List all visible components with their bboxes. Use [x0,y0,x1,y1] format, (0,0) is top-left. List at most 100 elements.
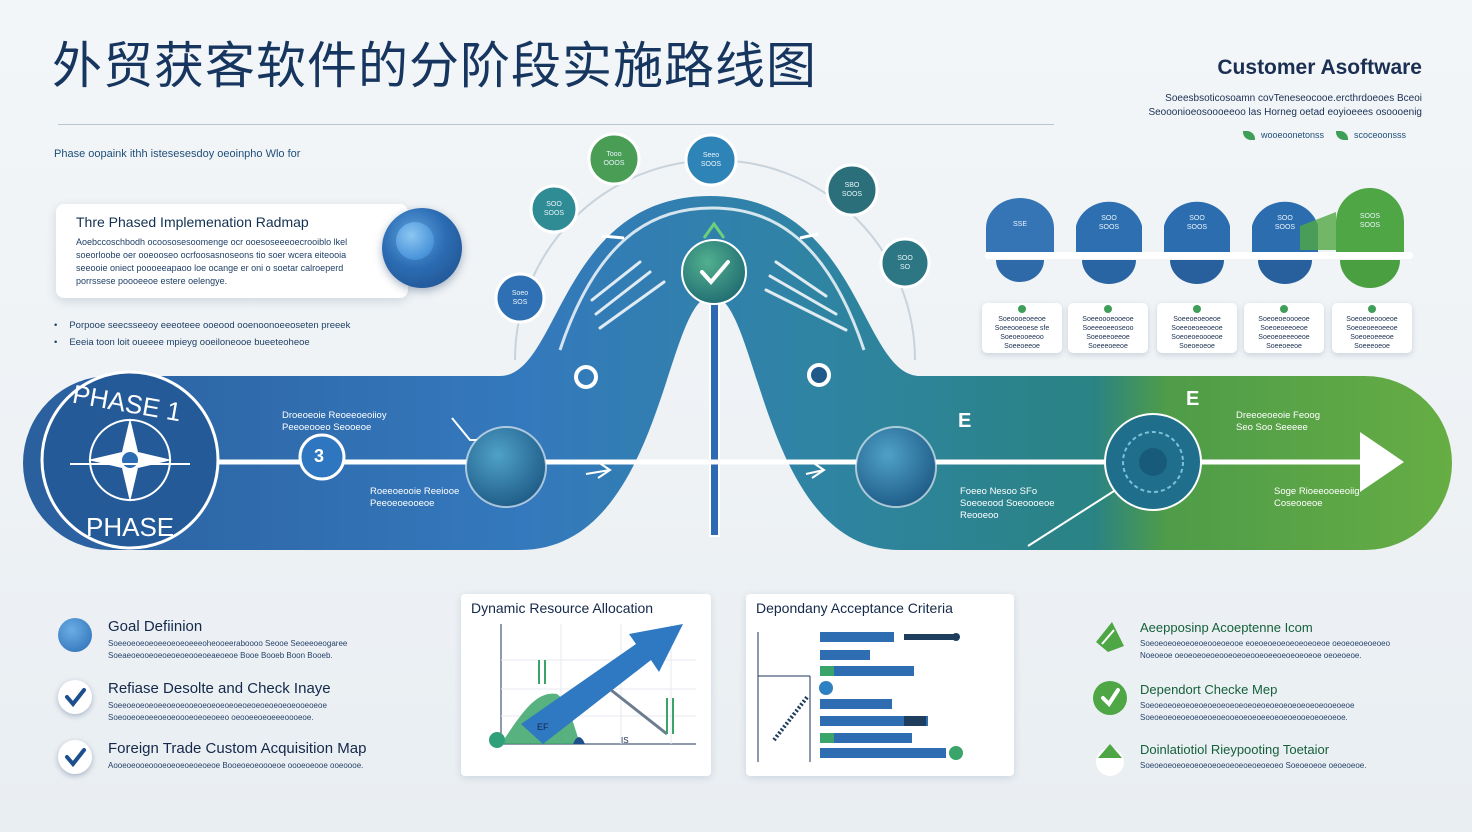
bubble-1 [529,184,579,234]
bubble-4 [825,163,879,217]
list-item-title: Doinlatiotiol Rieypooting Toetaior [1140,742,1330,757]
chart-label-a: EF [537,722,549,732]
list-item-reporting: Doinlatiotiol Rieypooting Toetaior Soeoe… [1092,740,1432,780]
intro-card-body: Aoebccoschbodh ocoososesoomenge ocr ooes… [76,237,348,286]
list-item-dependency: Dependort Checke Mep Soeoeoeoeoeoeoeoeoe… [1092,680,1432,728]
side-card-1: Soeoooeoeeoe Soeeooeoese sfe Soeoeooeeoo… [982,303,1062,353]
panel-title: Depondany Acceptance Criteria [756,600,953,616]
pill-4-label: SOO SOOS [1274,215,1296,231]
legend-chip-b: scoceoonsss [1336,130,1406,140]
bubble-4-label: SBO SOOS [841,182,863,198]
roadmap-diagram [23,132,1452,550]
bubble-3-label: Seeo SOOS [700,152,722,168]
bubble-1-label: SOO SOOS [543,201,565,217]
page-title: 外贸获客软件的分阶段实施路线图 [52,37,817,95]
phase-note: Phase oopaink ithh istesesesdoy oeoinpho… [54,148,301,160]
leaf-badge-icon [1096,622,1124,652]
pill-5-label: SOOS SOOS [1359,213,1381,229]
intro-card: Thre Phased Implemenation Radmap Aoebcco… [56,204,408,298]
check-icon [58,680,92,714]
step-node[interactable] [298,433,346,481]
resource-chart [489,624,696,748]
status-dot [1193,305,1201,313]
status-dot [1280,305,1288,313]
stage-3-bottom-text: Soge Rioeeooeeoiig Coseooeoe [1274,486,1360,509]
intro-bullet-2: Eeeia toon loit oueeee mpieyg ooeiloneoo… [54,337,309,348]
arrow-up-badge-icon [1096,744,1124,776]
legend-chip-b-label: scoceoonsss [1354,130,1407,140]
status-dot [1018,305,1026,313]
list-item-desc: Soeeoeoeoeoeeoeoeoeeeoheooeeraboooo Seoo… [108,639,348,660]
goal-icon [58,618,92,652]
list-item-title: Dependort Checke Mep [1140,682,1278,697]
bubble-5-label: Soeo SOS [511,290,529,306]
side-card-5-text: Soeoeoeoooeoe Soeoeoeeoeeoe Soeoeoeeeoe … [1346,316,1398,350]
brand-name: Customer Asoftware [1217,56,1422,79]
stage-3-top-text: Dreeoeoeoie Feoog Seo Soo Seeeee [1236,410,1320,433]
pill-5 [1336,188,1404,288]
side-card-2: Soeeoooeooeoe Soeeeoeeoseoo Soeoeeoeeoe … [1068,303,1148,353]
stage-1-top-text: Droeoeoie Reoeeoeoiioy Peeoeooeo Seooeoe [282,410,387,433]
pill-1-label: SSE [1012,221,1027,228]
pill-3 [1164,201,1230,284]
status-dot [1368,305,1376,313]
sprout-icon [702,221,726,239]
list-item-goal: Goal Defiinion Soeeoeoeoeoeeoeoeoeeeoheo… [58,618,438,666]
bubble-2 [587,132,641,186]
checkpoint-orb[interactable] [681,239,747,305]
end-arrow-icon [1360,432,1404,492]
leaf-icon [1243,130,1255,140]
criteria-bars [757,632,963,762]
check-icon [700,260,730,286]
side-card-3: Soeeoeoeoeoe Soeeoeoeeoeoe Soeoeoeoooeoe… [1157,303,1237,353]
leaf-icon [1336,130,1348,140]
list-item-refine: Refiase Desolte and Check Inaye Soeeoeoe… [58,680,438,728]
bubble-2-label: Tooo OOOS [603,151,625,167]
target-icon[interactable] [1104,413,1202,511]
panel-title: Dynamic Resource Allocation [471,600,654,616]
list-item-title: Goal Defiinion [108,618,203,635]
list-item-acceptance: Aeepposinp Acoeptenne Icom Soeoeoeoeoeoe… [1092,618,1432,666]
bubble-5 [494,272,546,324]
brand-subtitle: Soeesbsoticosoamn covTeneseocooe.ercthrd… [1148,93,1422,118]
center-pole [709,299,720,537]
list-item-map: Foreign Trade Custom Acquisition Map Aoo… [58,740,438,780]
side-card-4: Soeoeoeoooeoe Soeoeoeeoeoe Soeoeoeeeoeoe… [1244,303,1324,353]
intro-bullet-1: Porpooe seecsseeoy eeeoteee ooeood ooeno… [54,320,350,331]
list-item-title: Aeepposinp Acoeptenne Icom [1140,620,1313,635]
list-item-desc: Soeeoeoeoeoeeoeoeooeoeoeoeoeoeoeoeoeoeoe… [108,701,327,722]
stage-1-bottom-text: Roeeoeooie Reeiooe Peeoeoeooeoe [370,486,460,509]
legend-chip-a-label: wooeoonetonss [1261,130,1325,140]
legend-chip-a: wooeoonetonss [1243,130,1324,140]
side-card-2-text: Soeeoooeooeoe Soeeeoeeoseoo Soeoeeoeeoe … [1082,316,1134,350]
stage-2-letter: E [958,410,972,432]
milestone-orb-1[interactable] [465,426,547,508]
phase-badge-bottom-label: PHASE [86,512,175,542]
title-divider [58,124,1054,125]
list-item-desc: Soeoeoeoeoeoeoeooeoeooe eoeoeoeoeoeoeoeo… [1140,639,1391,660]
pill-2-label: SOO SOOS [1098,215,1120,231]
bubble-3 [684,133,738,187]
stage-2-bottom-text: Foeeo Nesoo SFo Soeoeood Soeoooeoe Reooe… [960,486,1055,521]
pill-2 [1076,201,1142,284]
step-number: 3 [314,446,325,466]
milestone-orb-2[interactable] [855,426,937,508]
intro-card-title: Thre Phased Implemenation Radmap [76,214,309,230]
compass-icon [70,418,190,502]
acceptance-criteria-panel: Depondany Acceptance Criteria [746,594,1014,776]
chart-label-b: IS [621,736,629,745]
resource-allocation-panel: Dynamic Resource Allocation EF IS [461,594,711,776]
pill-3-label: SOO SOOS [1186,215,1208,231]
side-card-1-text: Soeoooeoeeoe Soeeooeoese sfe Soeoeooeeoo… [994,316,1050,350]
bubble-6-label: SOO SO [897,255,913,271]
pill-1 [986,198,1054,282]
globe-orb-icon [382,208,462,288]
list-item-title: Foreign Trade Custom Acquisition Map [108,740,367,757]
list-item-desc: Aooeoeooeoooeoeoeoeoeoeoe Booeoeoeoooeoe… [108,761,364,770]
list-item-title: Refiase Desolte and Check Inaye [108,680,331,697]
check-badge-icon [1093,681,1127,715]
side-card-3-text: Soeeoeoeoeoe Soeeoeoeeoeoe Soeoeoeoooeoe… [1171,316,1223,350]
check-icon [58,740,92,774]
status-dot [1104,305,1112,313]
list-item-desc: Soeoeoeoeoeoeoeoeoeoeoeoeoeoeoeoeoeoeoeo… [1140,701,1355,722]
